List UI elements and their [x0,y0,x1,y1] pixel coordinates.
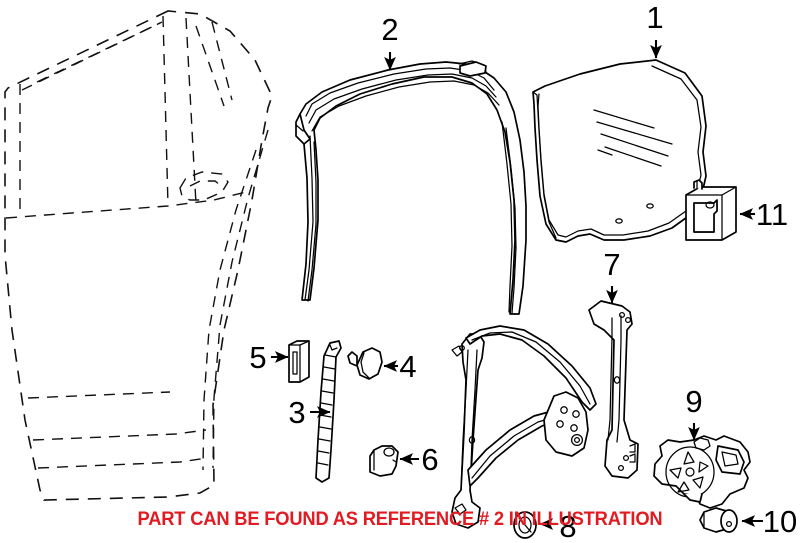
callout-number-8: 8 [559,509,576,543]
callout-number-5: 5 [249,340,266,375]
callout-number-10: 10 [763,504,797,539]
callout-number-6: 6 [421,442,438,477]
rear-door-panel-outline [4,10,273,501]
callout-number-3: 3 [288,395,305,430]
part-motor-mounting-bolt [699,507,738,533]
part-window-run-channel-seal [295,60,527,315]
part-push-pin-rivet [369,445,399,477]
callout-number-9: 9 [685,384,702,419]
callout-number-1: 1 [646,0,663,35]
callout-numbers: 1 2 3 4 5 6 7 8 9 10 11 [249,0,797,543]
part-glass-run-end-cap [288,340,310,383]
part-retainer-clip [347,347,383,380]
part-glass-attachment-bracket [685,179,737,241]
callout-number-2: 2 [381,12,398,47]
part-window-regulator-motor [653,435,751,509]
callout-number-7: 7 [603,247,620,282]
part-window-regulator-assembly [451,300,639,529]
callout-number-11: 11 [756,197,788,232]
callout-leaders [271,40,763,530]
part-regulator-grommet [513,511,537,539]
part-door-window-glass [532,59,707,243]
callout-number-4: 4 [399,349,416,384]
